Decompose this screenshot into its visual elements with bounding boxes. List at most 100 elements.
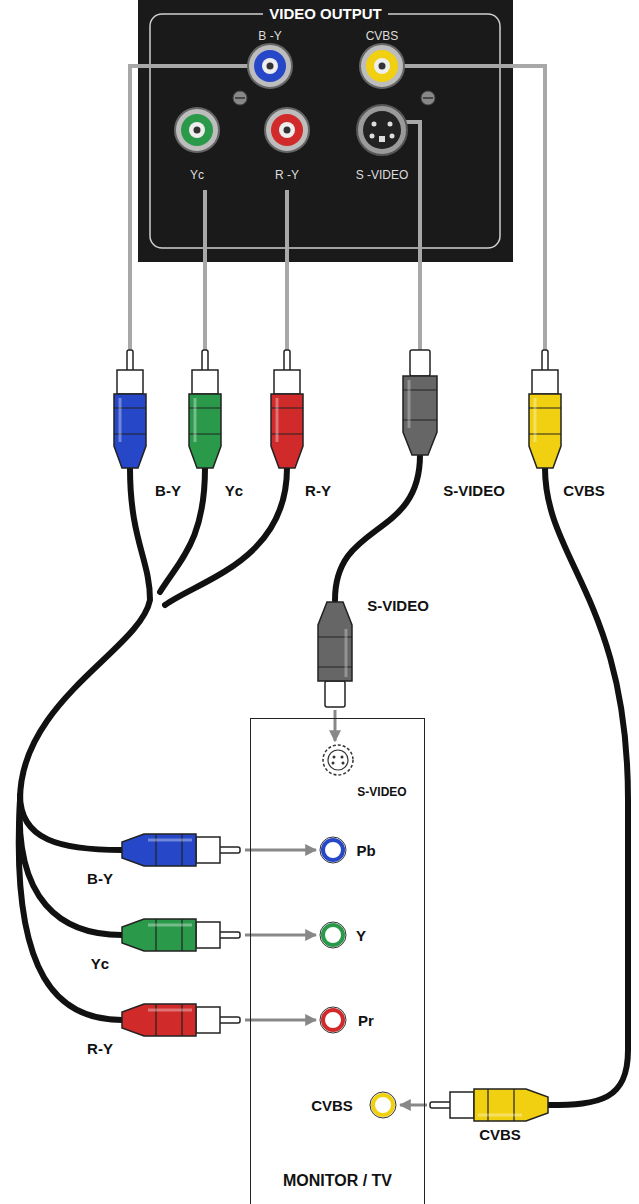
cable [20,800,122,935]
monitor-jack [323,745,353,775]
screw [235,97,245,99]
rca-plug [122,919,240,951]
cable [20,468,150,800]
input-label: Pr [358,1012,374,1029]
insert-arrow [245,710,427,1105]
rca-jack [267,63,274,70]
rca-jack [181,114,213,146]
plug-label: R-Y [305,482,331,499]
rca-plug [122,1004,240,1036]
rca-jack [374,58,390,74]
rca-jack [284,127,291,134]
rca-plug [122,834,240,866]
plug-label: Yc [225,482,243,499]
rca-jack [189,122,205,138]
s-video-plug [318,350,437,707]
monitor-jack [370,1092,396,1118]
wire [130,66,545,352]
plug-label: R-Y [87,1040,113,1057]
plug-label: B-Y [87,870,113,887]
input-label: CVBS [311,1097,353,1114]
rca-jack [265,108,309,152]
s-video-jack [370,134,375,139]
plug-label: Yc [91,955,109,972]
s-video-jack [363,111,401,149]
monitor-jack [332,762,335,765]
plug-label: B-Y [155,482,181,499]
monitor-jack [323,925,343,945]
rca-jack [379,63,386,70]
jack-label: R -Y [275,168,299,182]
screw [233,91,435,105]
s-video-plug [403,350,437,455]
wire [382,66,545,352]
rca-plug [189,350,221,468]
cable [335,455,420,600]
rca-jack [175,108,219,152]
s-video-jack [379,136,385,142]
monitor-jack [320,745,396,1118]
wire [130,66,270,352]
plug-label: S-VIDEO [443,482,505,499]
rca-jack [262,58,278,74]
s-video-jack [388,122,393,127]
monitor-jack [323,840,343,860]
s-video-jack [372,122,377,127]
s-video-jack [357,105,407,155]
rca-jack [271,114,303,146]
rca-plug [529,350,561,468]
rca-plug [114,350,146,468]
node-heading: VIDEO OUTPUT [263,5,388,22]
jack-label: Yc [190,168,204,182]
monitor-jack [333,756,336,759]
rca-jack [366,50,398,82]
screw [421,91,435,105]
input-label: Y [356,927,366,944]
rca-plug [271,350,303,468]
rca-jack [248,44,292,88]
s-video-jack [357,105,407,155]
jack-label: S -VIDEO [356,168,409,182]
rca-jack [279,122,295,138]
node-heading: MONITOR / TV [277,1172,398,1190]
insert-arrow [334,710,337,741]
plug-label: S-VIDEO [367,597,429,614]
monitor-jack [373,1095,393,1115]
rca-plug [114,350,561,1121]
cable [19,800,122,1020]
plug-label: CVBS [563,482,605,499]
device-panel [138,0,513,262]
rca-jack [175,44,404,152]
monitor-jack [341,756,344,759]
rca-jack [194,127,201,134]
rca-plug [430,1089,548,1121]
device-panel-title: VIDEO OUTPUT [138,0,513,30]
plug-label: CVBS [479,1126,521,1143]
s-video-jack [390,134,395,139]
monitor-jack [323,1010,343,1030]
wire [203,190,207,352]
monitor-jack [328,750,348,770]
monitor-jack [320,922,346,948]
insert-arrow [245,934,316,937]
device-panel [150,14,500,248]
cable [20,795,122,850]
screw [423,97,433,99]
insert-arrow [245,1019,316,1022]
monitor-jack [342,762,345,765]
input-label: S-VIDEO [357,785,406,799]
monitor-jack [320,837,346,863]
device-panel [138,0,513,262]
jack-label: B -Y [258,29,281,43]
cable [19,455,628,1105]
cable [165,468,287,605]
monitor-jack [320,1007,346,1033]
wire [400,122,420,352]
rca-jack [360,44,404,88]
rca-jack [254,50,286,82]
input-label: Pb [356,842,375,859]
jack-label: CVBS [366,29,399,43]
insert-arrow [400,1104,427,1107]
cable [545,468,628,1105]
